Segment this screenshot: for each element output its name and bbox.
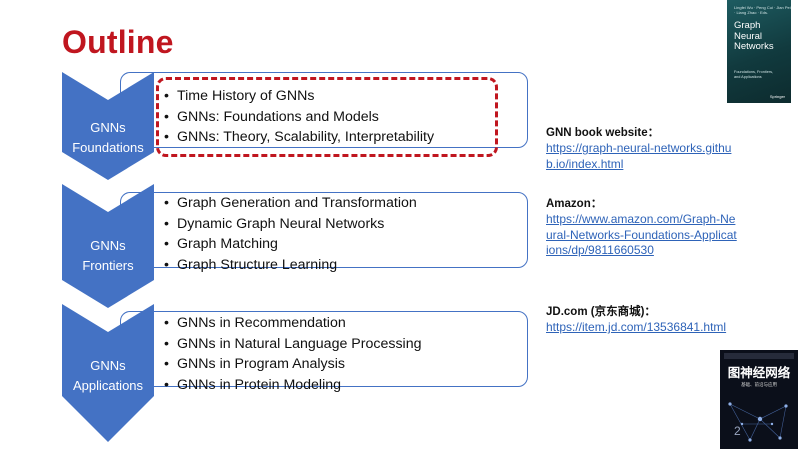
book-number: 2	[734, 424, 741, 438]
book-title: 图神经网络	[727, 366, 791, 380]
section-foundations-chevron: GNNs Foundations	[62, 72, 154, 180]
highlight-dashed-box	[156, 77, 498, 157]
section-applications-list: • GNNs in Recommendation • GNNs in Natural…	[164, 313, 421, 395]
item-text: Graph Structure Learning	[177, 256, 338, 273]
section-frontiers-label: GNNs Frontiers	[62, 236, 154, 276]
section-applications-label: GNNs Applications	[62, 356, 154, 396]
section-label-line2: Foundations	[72, 140, 144, 155]
section-frontiers-chevron: GNNs Frontiers	[62, 184, 154, 308]
slide-title: Outline	[62, 24, 174, 60]
book-title: Graph Neural Networks	[734, 20, 791, 53]
item-text: Graph Generation and Transformation	[177, 195, 417, 211]
section-label-line1: GNNs	[90, 238, 126, 253]
bullet-icon: •	[164, 315, 169, 331]
list-item: • Graph Generation and Transformation	[164, 193, 417, 214]
book-publisher: Springer	[769, 94, 785, 99]
book-cover-english-image: Lingfei Wu · Peng Cui · Jian Pei · Liang…	[727, 0, 791, 103]
book-header-strip	[724, 353, 794, 359]
book-subtitle: 基础、前沿与应用	[741, 382, 777, 387]
section-foundations-list: • Time History of GNNs • GNNs: Foundations…	[164, 86, 434, 148]
item-text: GNNs in Recommendation	[177, 315, 346, 331]
bullet-icon: •	[164, 256, 169, 273]
list-item: • Time History of GNNs	[164, 86, 434, 107]
list-item: • Graph Structure Learning	[164, 255, 417, 276]
item-text: Time History of GNNs	[177, 88, 315, 104]
book-subtitle: Foundations, Frontiers, and Applications	[734, 70, 774, 79]
item-text: GNNs: Theory, Scalability, Interpretabil…	[177, 129, 435, 145]
list-item: • Dynamic Graph Neural Networks	[164, 214, 417, 235]
book-cover-chinese-image: 图神经网络 基础、前沿与应用 2	[720, 350, 798, 449]
section-foundations-box	[120, 72, 528, 148]
resource-label: JD.com (京东商城)：	[546, 306, 656, 318]
bullet-icon: •	[164, 335, 169, 352]
list-item: • GNNs in Program Analysis	[164, 354, 421, 375]
resource-book-website: GNN book website： https://graph-neural-n…	[546, 126, 746, 172]
resource-amazon: Amazon： https://www.amazon.com/Graph-Neu…	[546, 197, 746, 259]
book-title-line1: Graph Neural	[734, 20, 762, 42]
section-label-line2: Frontiers	[82, 258, 134, 273]
book-title-line2: Networks	[734, 41, 774, 52]
item-text: GNNs in Program Analysis	[177, 356, 345, 372]
resource-label: Amazon：	[546, 198, 603, 210]
book-authors: Lingfei Wu · Peng Cui · Jian Pei · Liang…	[734, 5, 791, 15]
item-text: GNNs in Natural Language Processing	[177, 335, 422, 352]
section-label-line2: Applications	[72, 378, 144, 393]
bullet-icon: •	[164, 356, 169, 372]
resource-link[interactable]: https://www.amazon.com/Graph-Neural-Netw…	[546, 212, 737, 257]
item-text: Dynamic Graph Neural Networks	[177, 215, 385, 232]
bullet-icon: •	[164, 376, 169, 393]
bullet-icon: •	[164, 108, 169, 125]
section-applications-box	[120, 311, 528, 387]
bullet-icon: •	[164, 215, 169, 232]
section-frontiers-box	[120, 192, 528, 268]
list-item: • GNNs in Natural Language Processing	[164, 334, 421, 355]
bullet-icon: •	[164, 88, 169, 104]
list-item: • Graph Matching	[164, 234, 417, 255]
resource-link[interactable]: https://graph-neural-networks.github.io/…	[546, 141, 732, 171]
section-applications-chevron: GNNs Applications	[62, 304, 154, 442]
list-item: • GNNs: Theory, Scalability, Interpretabi…	[164, 127, 434, 148]
bullet-icon: •	[164, 129, 169, 145]
resource-link[interactable]: https://item.jd.com/13536841.html	[546, 320, 727, 334]
item-text: GNNs in Protein Modeling	[177, 376, 342, 393]
bullet-icon: •	[164, 236, 169, 252]
list-item: • GNNs: Foundations and Models	[164, 107, 434, 128]
list-item: • GNNs in Protein Modeling	[164, 375, 421, 396]
item-text: Graph Matching	[177, 236, 278, 252]
section-label-line1: GNNs	[90, 120, 126, 135]
section-foundations-label: GNNs Foundations	[62, 118, 154, 158]
item-text: GNNs: Foundations and Models	[177, 108, 379, 125]
section-label-line1: GNNs	[90, 358, 126, 373]
bullet-icon: •	[164, 195, 169, 211]
network-art-icon	[728, 402, 788, 442]
resource-label: GNN book website：	[546, 127, 660, 139]
list-item: • GNNs in Recommendation	[164, 313, 421, 334]
section-frontiers-list: • Graph Generation and Transformation • Dy…	[164, 193, 417, 275]
resource-jd: JD.com (京东商城)： https://item.jd.com/13536…	[546, 305, 746, 336]
